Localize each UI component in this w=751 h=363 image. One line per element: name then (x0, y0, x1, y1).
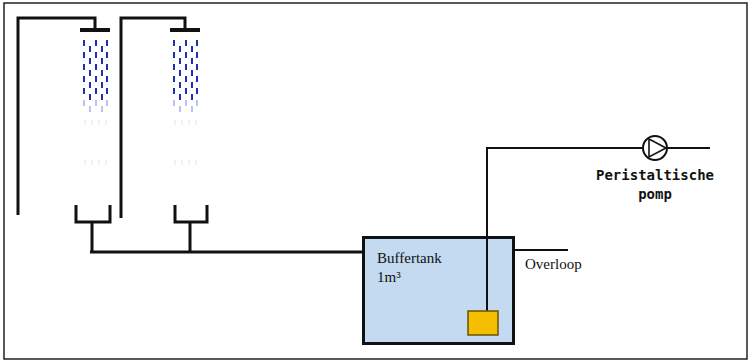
water-drop (181, 160, 183, 165)
water-drop (106, 40, 108, 46)
water-drop (98, 120, 100, 125)
overflow-label: Overloop (525, 256, 582, 273)
water-drop (95, 88, 97, 94)
water-drop (196, 64, 198, 70)
water-drop (101, 94, 103, 100)
water-drop (95, 100, 97, 106)
water-drop (84, 160, 86, 165)
water-drop (196, 76, 198, 82)
water-drop (106, 100, 108, 106)
water-drop (195, 120, 197, 125)
water-drop (83, 100, 85, 106)
water-drop (196, 52, 198, 58)
water-drop (179, 70, 181, 76)
water-drop (83, 88, 85, 94)
water-drop (89, 46, 91, 52)
water-drop (101, 70, 103, 76)
water-drop (83, 52, 85, 58)
water-drop (89, 82, 91, 88)
water-drop (185, 88, 187, 94)
pump-pipe (487, 148, 643, 236)
water-drop (185, 100, 187, 106)
suction-filter (468, 311, 498, 335)
water-drop (173, 52, 175, 58)
water-drop (185, 64, 187, 70)
water-drop (191, 106, 193, 112)
water-drop (98, 160, 100, 165)
water-drop (95, 76, 97, 82)
water-drop (105, 160, 107, 165)
water-drop (89, 70, 91, 76)
water-drop (179, 106, 181, 112)
water-drop (173, 76, 175, 82)
drain-pipe (90, 251, 363, 254)
water-drop (188, 120, 190, 125)
shower-head (80, 28, 110, 32)
water-drop (179, 46, 181, 52)
water-drop (106, 64, 108, 70)
water-drop (173, 100, 175, 106)
water-drops (84, 40, 197, 165)
water-drop (173, 40, 175, 46)
tank-label: Buffertank 1m³ (377, 249, 459, 287)
water-drop (101, 82, 103, 88)
water-drop (106, 76, 108, 82)
water-drop (179, 94, 181, 100)
water-drop (179, 58, 181, 64)
water-drop (89, 106, 91, 112)
water-drop (83, 40, 85, 46)
suction-pipe (486, 237, 488, 312)
tank-water (363, 237, 514, 344)
water-drop (106, 52, 108, 58)
water-drop (173, 64, 175, 70)
water-drop (101, 46, 103, 52)
water-drop (195, 160, 197, 165)
water-drop (185, 40, 187, 46)
water-drop (91, 120, 93, 125)
water-drop (185, 76, 187, 82)
buffer-tank: Buffertank 1m³ (362, 236, 515, 345)
water-drop (95, 52, 97, 58)
water-drop (173, 88, 175, 94)
water-drop (84, 120, 86, 125)
water-drop (174, 160, 176, 165)
water-drop (106, 88, 108, 94)
water-drop (95, 64, 97, 70)
water-drop (196, 88, 198, 94)
water-drop (179, 82, 181, 88)
water-drop (91, 160, 93, 165)
frame (4, 3, 747, 359)
water-drop (188, 160, 190, 165)
pump-label: Peristaltische pomp (589, 166, 721, 204)
supply-pipe (18, 18, 95, 215)
water-drop (185, 52, 187, 58)
water-drop (83, 76, 85, 82)
shower-head (170, 28, 200, 32)
outlet-pipe (668, 147, 710, 149)
water-drop (101, 106, 103, 112)
water-drop (191, 46, 193, 52)
water-drop (191, 58, 193, 64)
water-drop (83, 64, 85, 70)
collector-funnel (175, 205, 207, 252)
water-drop (196, 100, 198, 106)
supply-pipe (121, 18, 185, 218)
water-drop (95, 40, 97, 46)
water-drop (191, 94, 193, 100)
water-drop (89, 94, 91, 100)
water-drop (89, 58, 91, 64)
peristaltic-pump: Peristaltische pomp (575, 134, 735, 204)
water-drop (181, 120, 183, 125)
collector-funnel (76, 205, 110, 252)
overflow-pipe (514, 249, 568, 251)
water-drop (191, 70, 193, 76)
water-drop (105, 120, 107, 125)
water-drop (101, 58, 103, 64)
water-drop (196, 40, 198, 46)
water-drop (191, 82, 193, 88)
pump-symbol (640, 134, 670, 164)
water-drop (174, 120, 176, 125)
